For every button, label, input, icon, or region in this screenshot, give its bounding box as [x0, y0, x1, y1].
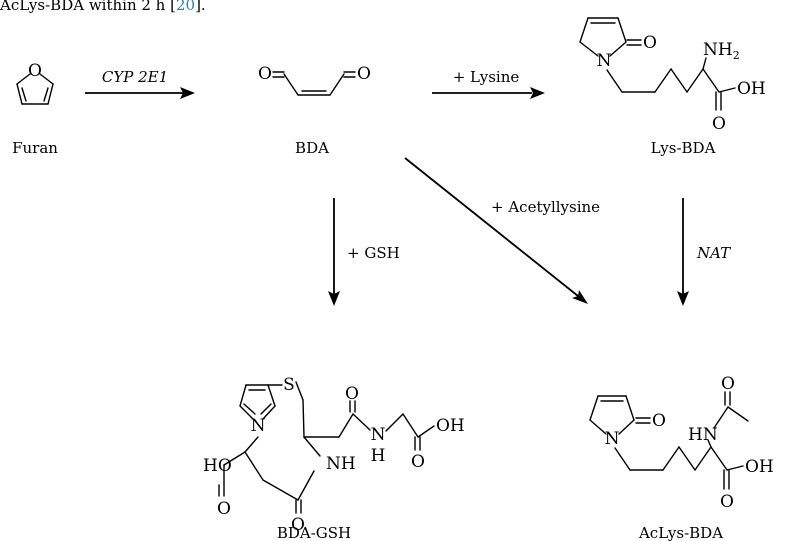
bdagsh-hydroxyl: OH: [436, 416, 465, 436]
bdagsh-pyrrole-nitrogen: N: [251, 416, 266, 436]
caption-main: AcLys-BDA within 2 h [: [0, 0, 176, 14]
label-gsh: + GSH: [347, 244, 400, 262]
lysbda-label: Lys-BDA: [651, 139, 716, 157]
aclys-acetyl-oxygen: O: [721, 374, 735, 394]
arrowhead-furan-to-bda: [180, 87, 195, 99]
aclys-structure: O N HN O OH O: [589, 374, 774, 512]
label-cyp2e1: CYP 2E1: [102, 68, 168, 86]
aclys-ring-oxygen: O: [652, 411, 666, 431]
lysbda-hydroxyl: OH: [737, 79, 766, 99]
bdagsh-structure: N S O N H OH O NH O HO O: [203, 375, 465, 535]
arrowhead-lysbda-to-aclys: [677, 291, 689, 306]
arrowhead-bda-to-lysbda: [530, 87, 545, 99]
aclys-acid-oxygen: O: [720, 492, 734, 512]
bdagsh-amide2-oxygen: O: [291, 515, 305, 535]
arrowhead-bda-to-bdagsh: [328, 291, 340, 306]
aclys-label: AcLys-BDA: [638, 524, 723, 541]
caption-close: ].: [195, 0, 206, 14]
caption-reference: 20: [176, 0, 195, 14]
lysbda-acid-oxygen: O: [712, 114, 726, 134]
bdagsh-label: BDA-GSH: [277, 524, 351, 541]
bda-oxygen-left: O: [258, 64, 272, 84]
furan-structure: O: [16, 61, 54, 105]
furan-oxygen: O: [28, 61, 42, 81]
aclys-ring-nitrogen: N: [605, 429, 620, 449]
bdagsh-sulfur: S: [283, 375, 295, 395]
bdagsh-acid2-oxygen: O: [217, 499, 231, 519]
arrowhead-bda-to-aclys: [572, 290, 588, 304]
label-nat: NAT: [696, 244, 731, 262]
lysbda-ring-nitrogen: N: [597, 51, 612, 71]
lysbda-amine: NH2: [703, 40, 740, 62]
caption-text: AcLys-BDA within 2 h [20].: [0, 0, 206, 14]
bdagsh-amide-nitrogen: N: [371, 425, 386, 445]
bdagsh-ho: HO: [203, 456, 232, 476]
aclys-amide-hn: HN: [688, 425, 718, 445]
bdagsh-nh: NH: [326, 454, 356, 474]
lysbda-ring-oxygen: O: [643, 33, 657, 53]
bdagsh-amide-hydrogen: H: [371, 446, 386, 466]
label-acetyllysine: + Acetyllysine: [491, 198, 600, 216]
bdagsh-acid-oxygen: O: [411, 452, 425, 472]
bda-structure: O O: [258, 64, 371, 96]
bda-label: BDA: [295, 139, 329, 157]
arrow-bda-to-aclys: [404, 157, 579, 297]
bda-oxygen-right: O: [357, 64, 371, 84]
bdagsh-amide-oxygen: O: [345, 384, 359, 404]
furan-label: Furan: [12, 139, 58, 157]
aclys-hydroxyl: OH: [745, 457, 774, 477]
label-lysine: + Lysine: [453, 68, 520, 86]
lysbda-structure: O N NH2 OH O: [579, 17, 766, 134]
